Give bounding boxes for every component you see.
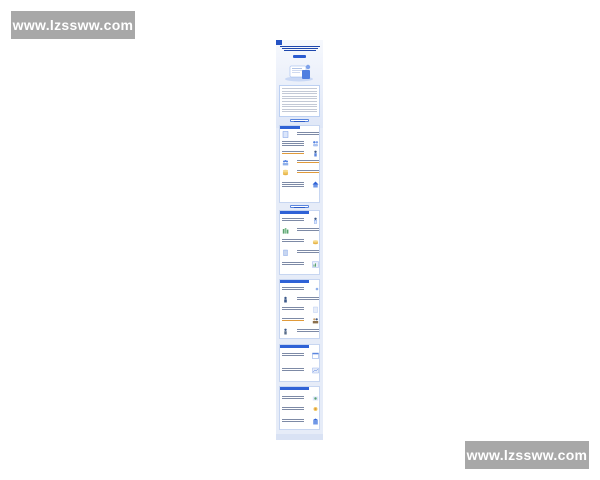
chart-icon (312, 367, 319, 374)
infographic-poster[interactable] (276, 40, 323, 440)
corner-accent (276, 40, 282, 45)
people-icon (282, 160, 289, 166)
watermark-bottom: www.lzssww.com (465, 441, 589, 469)
building-icon (313, 418, 318, 425)
list-item (282, 159, 319, 167)
list-item (282, 395, 319, 403)
list-item (282, 418, 319, 426)
content-card-2 (279, 210, 320, 275)
coins-icon (312, 240, 319, 245)
content-card-1 (279, 125, 320, 203)
watermark-top: www.lzssww.com (11, 11, 135, 39)
card-title-bar (280, 280, 309, 283)
section-label-1 (290, 119, 309, 122)
section-label-2 (290, 205, 309, 208)
list-item (282, 169, 319, 177)
list-item (282, 367, 319, 375)
people-icon (315, 287, 319, 291)
content-card-5 (279, 386, 320, 430)
poster-title-block (280, 46, 320, 51)
coins-icon (282, 169, 289, 176)
list-item (282, 406, 319, 414)
person-icon (284, 296, 287, 303)
content-card-4 (279, 344, 320, 382)
list-item (282, 238, 319, 246)
list-item (282, 317, 319, 325)
list-item (282, 286, 319, 294)
card-title-bar (280, 387, 309, 390)
building-icon (282, 228, 289, 234)
list-item (282, 150, 319, 158)
person-icon (314, 150, 317, 157)
list-item (282, 249, 319, 257)
people-icon (313, 407, 318, 411)
person-icon (284, 328, 287, 335)
document-illustration-icon (285, 64, 313, 82)
list-item (282, 328, 319, 336)
poster-header (276, 40, 323, 128)
calendar-icon (312, 352, 319, 359)
poster-footer (276, 434, 323, 440)
list-item (282, 227, 319, 235)
card-title-bar (280, 211, 309, 214)
people-icon (313, 141, 319, 147)
people-icon (312, 318, 319, 324)
list-item (282, 296, 319, 304)
list-item (282, 352, 319, 360)
card-title-bar (280, 126, 300, 129)
list-item (282, 131, 319, 139)
list-item (282, 306, 319, 314)
chart-icon (312, 396, 319, 401)
building-icon (283, 249, 288, 256)
list-item (282, 140, 319, 148)
document-icon (282, 131, 289, 138)
intro-paragraph-box (279, 85, 320, 117)
house-icon (312, 181, 319, 188)
chart-icon (312, 261, 319, 268)
content-card-3 (279, 279, 320, 339)
list-item (282, 181, 319, 189)
card-title-bar (280, 345, 309, 348)
title-badge (293, 55, 306, 58)
document-icon (313, 306, 318, 313)
list-item (282, 217, 319, 225)
list-item (282, 261, 319, 269)
person-icon (314, 217, 317, 224)
